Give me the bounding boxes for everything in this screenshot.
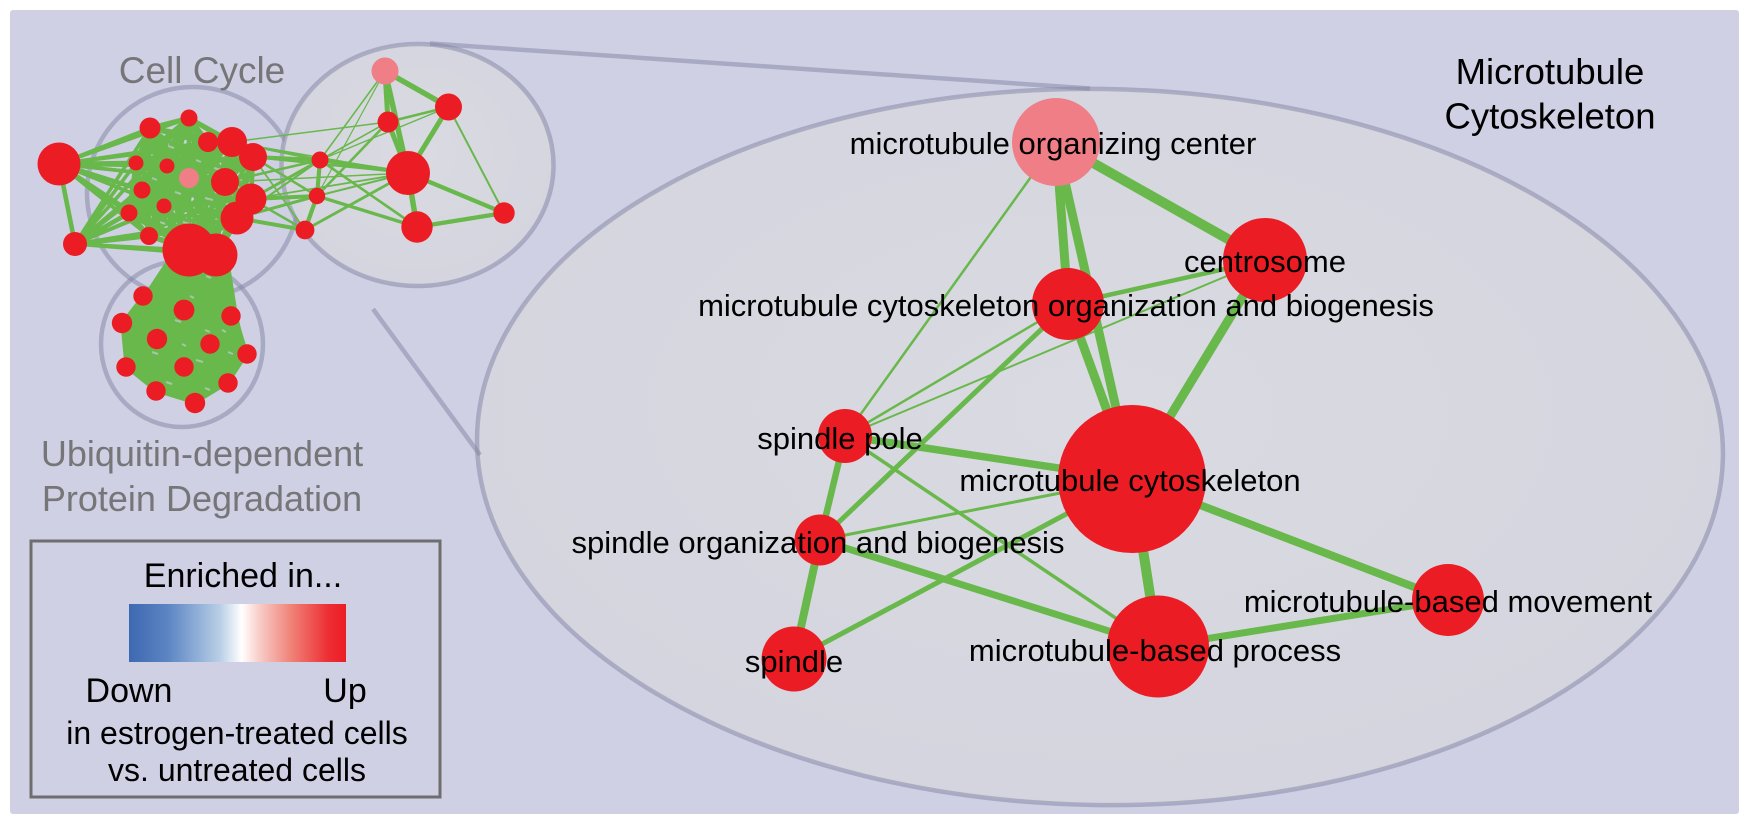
svg-text:vs. untreated cells: vs. untreated cells [108, 752, 366, 788]
svg-text:spindle: spindle [745, 644, 843, 679]
svg-text:microtubule-based movement: microtubule-based movement [1244, 584, 1653, 619]
svg-text:Enriched in...: Enriched in... [144, 557, 342, 595]
svg-text:Ubiquitin-dependent: Ubiquitin-dependent [41, 433, 363, 474]
svg-text:microtubule organizing center: microtubule organizing center [850, 126, 1257, 161]
svg-text:spindle organization and bioge: spindle organization and biogenesis [572, 525, 1065, 560]
svg-text:Up: Up [323, 672, 366, 710]
svg-text:Protein Degradation: Protein Degradation [42, 478, 362, 519]
svg-text:centrosome: centrosome [1184, 244, 1346, 279]
svg-text:in estrogen-treated cells: in estrogen-treated cells [66, 715, 408, 751]
svg-text:Cell Cycle: Cell Cycle [119, 50, 286, 91]
svg-text:microtubule cytoskeleton: microtubule cytoskeleton [959, 463, 1300, 498]
svg-text:microtubule-based process: microtubule-based process [969, 633, 1341, 668]
svg-text:microtubule cytoskeleton organ: microtubule cytoskeleton organization an… [698, 288, 1434, 323]
svg-text:Cytoskeleton: Cytoskeleton [1445, 96, 1656, 137]
svg-text:Microtubule: Microtubule [1456, 51, 1645, 92]
svg-text:Down: Down [86, 672, 173, 710]
svg-text:spindle pole: spindle pole [757, 421, 922, 456]
